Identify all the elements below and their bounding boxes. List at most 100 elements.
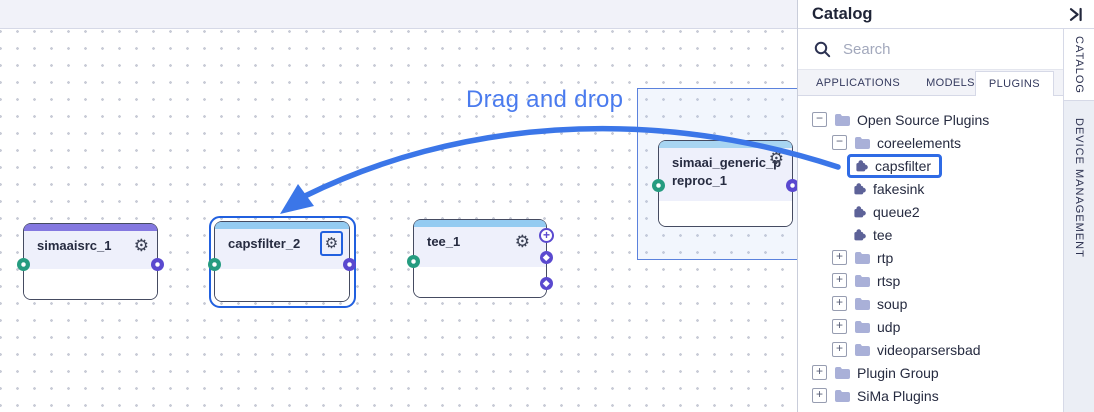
gear-icon[interactable]: ⚙	[514, 232, 530, 251]
tree-item-label: videoparsersbad	[877, 341, 981, 358]
tree-item-open-source-plugins[interactable]: − Open Source Plugins	[798, 108, 1063, 131]
node-title: simaaisrc_1	[37, 238, 112, 253]
node-accent-bar	[414, 220, 546, 227]
tree-item-tee[interactable]: tee	[798, 223, 1063, 246]
node-simaai_generic_preproc_1[interactable]: simaai_generic_preproc_1 ⚙	[652, 140, 799, 227]
catalog-panel-header: Catalog	[798, 0, 1094, 29]
tree-item-udp[interactable]: + udp	[798, 315, 1063, 338]
folder-icon	[855, 275, 870, 287]
tree-item-label: coreelements	[877, 134, 962, 151]
tree-item-videoparsersbad[interactable]: + videoparsersbad	[798, 338, 1063, 361]
tree-item-label: tee	[873, 226, 893, 243]
tab-plugins[interactable]: PLUGINS	[974, 71, 1055, 96]
expander-icon[interactable]: +	[812, 388, 827, 403]
tree-item-coreelements[interactable]: − coreelements	[798, 131, 1063, 154]
tree-item-label: rtp	[877, 249, 894, 266]
folder-icon	[835, 114, 850, 126]
folder-icon	[835, 367, 850, 379]
tree-item-label: fakesink	[873, 180, 925, 197]
tree-item-label: SiMa Plugins	[857, 387, 939, 404]
node-tee_1[interactable]: tee_1 ⚙ +	[407, 219, 554, 298]
collapse-panel-icon[interactable]	[1067, 7, 1084, 22]
output-port[interactable]	[540, 251, 553, 264]
tab-applications[interactable]: APPLICATIONS	[816, 76, 901, 89]
input-port[interactable]	[407, 255, 420, 268]
input-port[interactable]	[17, 258, 30, 271]
node-body	[659, 201, 792, 226]
tree-item-label: soup	[877, 295, 908, 312]
input-port[interactable]	[652, 179, 665, 192]
expander-icon[interactable]: +	[832, 342, 847, 357]
canvas-top-strip	[0, 0, 797, 29]
node-body	[414, 267, 546, 297]
tree-item-soup[interactable]: + soup	[798, 292, 1063, 315]
folder-icon	[855, 252, 870, 264]
tree-item-rtsp[interactable]: + rtsp	[798, 269, 1063, 292]
node-header: capsfilter_2 ⚙	[215, 229, 349, 269]
expander-icon[interactable]: +	[812, 365, 827, 380]
expander-icon[interactable]: +	[832, 273, 847, 288]
tree-item-label: Plugin Group	[857, 364, 939, 381]
puzzle-piece-icon	[854, 182, 866, 194]
node-header: simaai_generic_preproc_1 ⚙	[659, 148, 792, 201]
tree-item-label: rtsp	[877, 272, 901, 289]
puzzle-piece-icon	[854, 205, 866, 217]
catalog-panel-body: APPLICATIONS MODELS PLUGINS − Open Sourc…	[798, 29, 1063, 412]
gear-icon[interactable]: ⚙	[133, 236, 149, 255]
gear-icon[interactable]: ⚙	[768, 149, 784, 168]
node-header: tee_1 ⚙	[414, 227, 546, 267]
plugin-tree: − Open Source Plugins − coreelements	[798, 96, 1063, 407]
output-port[interactable]	[540, 277, 553, 290]
input-port[interactable]	[208, 258, 221, 271]
tree-item-label: queue2	[873, 203, 920, 220]
output-port[interactable]	[343, 258, 356, 271]
node-title: capsfilter_2	[228, 236, 301, 251]
drag-hint-label: Drag and drop	[466, 86, 624, 113]
expander-icon[interactable]: −	[812, 112, 827, 127]
node-accent-bar	[215, 222, 349, 229]
output-port[interactable]	[151, 258, 164, 271]
add-output-pad-icon[interactable]: +	[539, 228, 554, 243]
folder-icon	[855, 321, 870, 333]
gear-icon[interactable]: ⚙	[324, 235, 339, 252]
node-body	[24, 269, 157, 299]
node-header: simaaisrc_1 ⚙	[24, 231, 157, 269]
node-title: simaai_generic_preproc_1	[672, 155, 782, 188]
tree-item-queue2[interactable]: queue2	[798, 200, 1063, 223]
expander-icon[interactable]: +	[832, 250, 847, 265]
tree-item-capsfilter[interactable]: capsfilter	[798, 153, 1063, 178]
puzzle-piece-icon	[856, 159, 868, 171]
tree-item-label: Open Source Plugins	[857, 111, 990, 128]
tab-models[interactable]: MODELS	[926, 76, 975, 89]
node-simaaisrc_1[interactable]: simaaisrc_1 ⚙	[17, 223, 164, 300]
node-capsfilter_2[interactable]: capsfilter_2 ⚙	[208, 221, 356, 302]
gear-highlight-box[interactable]: ⚙	[320, 231, 343, 256]
search-row	[798, 29, 1063, 69]
search-input[interactable]	[841, 39, 1015, 59]
tree-item-plugin-group[interactable]: + Plugin Group	[798, 361, 1063, 384]
tree-item-label: udp	[877, 318, 901, 335]
expander-icon[interactable]: +	[832, 296, 847, 311]
node-body	[215, 269, 349, 301]
side-tab-catalog[interactable]: CATALOG	[1064, 29, 1094, 101]
tree-item-fakesink[interactable]: fakesink	[798, 177, 1063, 200]
node-title: tee_1	[427, 234, 461, 249]
side-tab-device-management[interactable]: DEVICE MANAGEMENT	[1073, 118, 1085, 258]
expander-icon[interactable]: −	[832, 135, 847, 150]
tree-item-rtp[interactable]: + rtp	[798, 246, 1063, 269]
expander-icon[interactable]: +	[832, 319, 847, 334]
node-accent-bar	[659, 141, 792, 148]
folder-icon	[855, 298, 870, 310]
folder-icon	[855, 137, 870, 149]
search-icon	[814, 41, 831, 57]
folder-icon	[855, 344, 870, 356]
catalog-title: Catalog	[812, 4, 873, 23]
tree-item-sima-plugins[interactable]: + SiMa Plugins	[798, 384, 1063, 407]
tree-item-label: capsfilter	[875, 157, 932, 174]
folder-icon	[835, 390, 850, 402]
catalog-tabs: APPLICATIONS MODELS PLUGINS	[798, 69, 1063, 96]
catalog-panel: Catalog APPLICATIONS MODELS PLUGINS −	[797, 0, 1094, 412]
side-tab-strip: CATALOG DEVICE MANAGEMENT	[1063, 29, 1094, 412]
node-accent-bar	[24, 224, 157, 231]
